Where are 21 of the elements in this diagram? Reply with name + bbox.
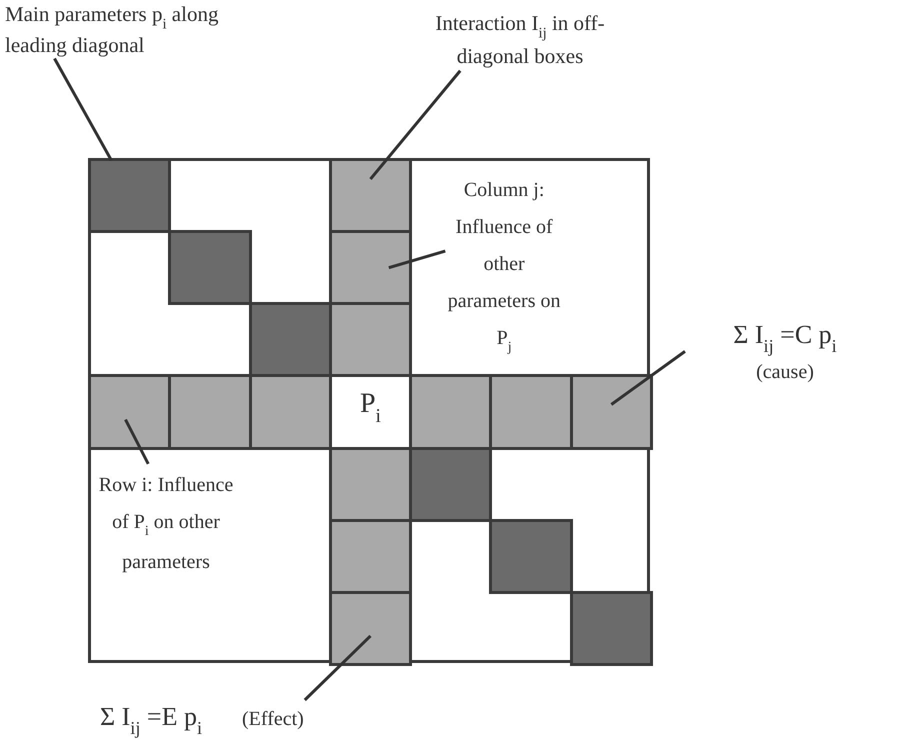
annotation-text: Σ I$_{ij}$ =C p$_{i}$: [732, 319, 838, 358]
note-text: (cause): [755, 360, 815, 385]
leader-line: [610, 350, 686, 406]
annotation-text: Σ I$_{ij}$ =E p$_{i}$: [100, 701, 202, 740]
matrix-cell: [489, 374, 573, 450]
leader-line: [388, 250, 446, 270]
note-text: (Effect): [242, 707, 304, 732]
matrix-cell: [570, 590, 653, 666]
matrix-cell: [168, 374, 252, 450]
annotation-text: Row i: Influence of P$_{i}$ on other parameters: [98, 472, 234, 576]
annotation-text: Column j: Influence of other parameters on P$_{j}$: [446, 178, 562, 357]
matrix-cell: [88, 158, 172, 234]
annotation-text: Interaction I$_{ij}$ in off-diagonal boxes: [434, 10, 606, 70]
matrix-frame: [88, 158, 650, 663]
annotation-text: Main parameters p$_{i}$ along leading diagonal: [5, 2, 220, 58]
leader-line: [304, 634, 372, 702]
leader-line: [53, 58, 113, 161]
leader-line: [369, 70, 462, 180]
matrix-cell: [489, 518, 573, 594]
matrix-cell: [168, 230, 252, 306]
cell-label: P$_{i}$: [360, 388, 381, 428]
